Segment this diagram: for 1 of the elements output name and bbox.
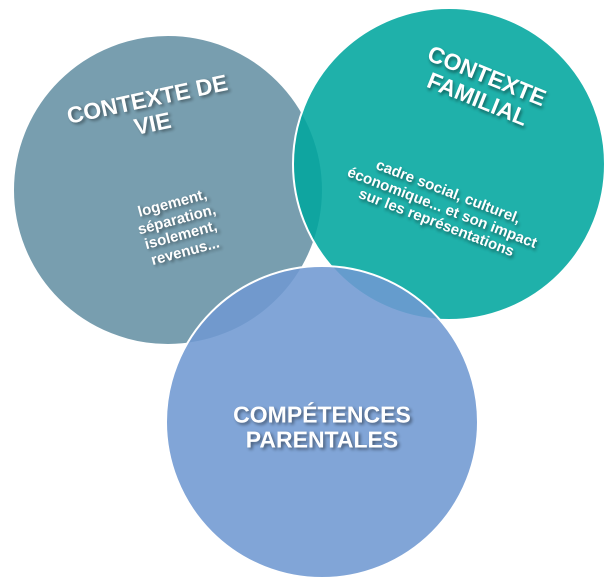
circle-heading: COMPÉTENCES PARENTALES	[232, 402, 412, 454]
